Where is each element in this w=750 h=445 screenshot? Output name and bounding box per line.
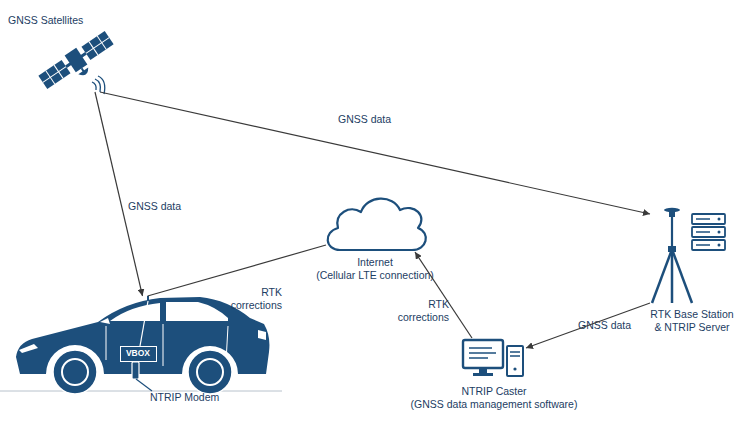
server-detail [696,244,710,246]
tripod-leg [671,252,674,303]
cloud-icon: Internet(Cellular LTE connection) [326,194,424,252]
satellite-drawing [37,29,119,97]
device-box: VBOX [120,346,157,362]
data-flow-arrow [100,92,650,214]
signal-wave [92,82,96,90]
computer-drawing [463,340,523,376]
edge-label: RTK corrections [389,298,449,324]
tower-button [513,367,516,370]
monitor [463,340,503,368]
solar-panel [38,60,70,89]
edge-label: GNSS data [578,319,631,332]
node-label: NTRIP Caster [404,385,584,398]
edge-label: GNSS data [128,200,181,213]
satellite-body [65,48,88,72]
solar-panel [81,31,113,60]
tower-detail [510,355,520,357]
antenna-head [669,211,675,217]
server-unit [692,227,725,237]
data-flow-arrow [526,303,650,348]
antenna-pole [671,217,673,250]
modem-dongle [132,362,139,379]
screen-line [469,352,496,354]
roof-antenna [147,296,149,301]
side-mirror [100,318,110,324]
server-light [718,244,721,247]
door-line [163,324,164,366]
car-window [110,303,160,321]
screen-line [469,347,492,349]
pc-tower [507,346,523,376]
node-label: Internet [295,256,455,269]
tail-light [258,330,266,340]
node-label: (Cellular LTE connection) [295,269,455,282]
base-station-drawing [652,208,725,303]
cloud-outline [328,199,426,250]
door-line [106,326,107,360]
server-unit [692,240,725,250]
tower-detail [510,351,520,353]
node-label: (GNSS data management software) [404,398,584,411]
satellite-icon: GNSS Satellites [38,30,118,92]
headlight [19,344,38,353]
tripod-leg [652,252,671,303]
tripod-leg [673,252,692,303]
node-label: VBOX [121,347,155,360]
server-light [718,231,721,234]
data-flow-arrow [148,245,326,296]
dish-mount [82,68,84,71]
data-flow-arrow [95,92,143,296]
node-label: NTRIP Modem [150,391,219,404]
wheel [53,350,97,394]
monitor-base [473,373,493,376]
wheel-rim [197,359,223,385]
leader-line [136,379,152,391]
wheel [188,350,232,394]
panel-grid [86,38,109,54]
node-label: RTK Base Station & NTRIP Server [648,308,736,334]
node-label: GNSS Satellites [8,14,83,27]
server-detail [696,218,710,220]
edge-label: RTK corrections [222,286,282,312]
base-station-icon: RTK Base Station & NTRIP Server [650,205,734,305]
antenna-cable [140,301,148,346]
signal-wave [95,79,100,92]
signal-wave [98,76,105,94]
edge-label: GNSS data [338,113,391,126]
server-detail [696,231,710,233]
server-light [718,218,721,221]
monitor-stand [479,368,487,373]
wheel-rim [62,359,88,385]
car-window [166,302,228,321]
satellite-dish [78,67,90,77]
ground-line [0,391,282,392]
tripod-head [668,246,676,252]
panel-grid [43,67,66,83]
computer-icon: NTRIP Caster(GNSS data management softwa… [462,338,526,378]
screen-line [469,357,488,359]
data-flow-arrow [415,252,472,338]
server-unit [692,214,725,224]
